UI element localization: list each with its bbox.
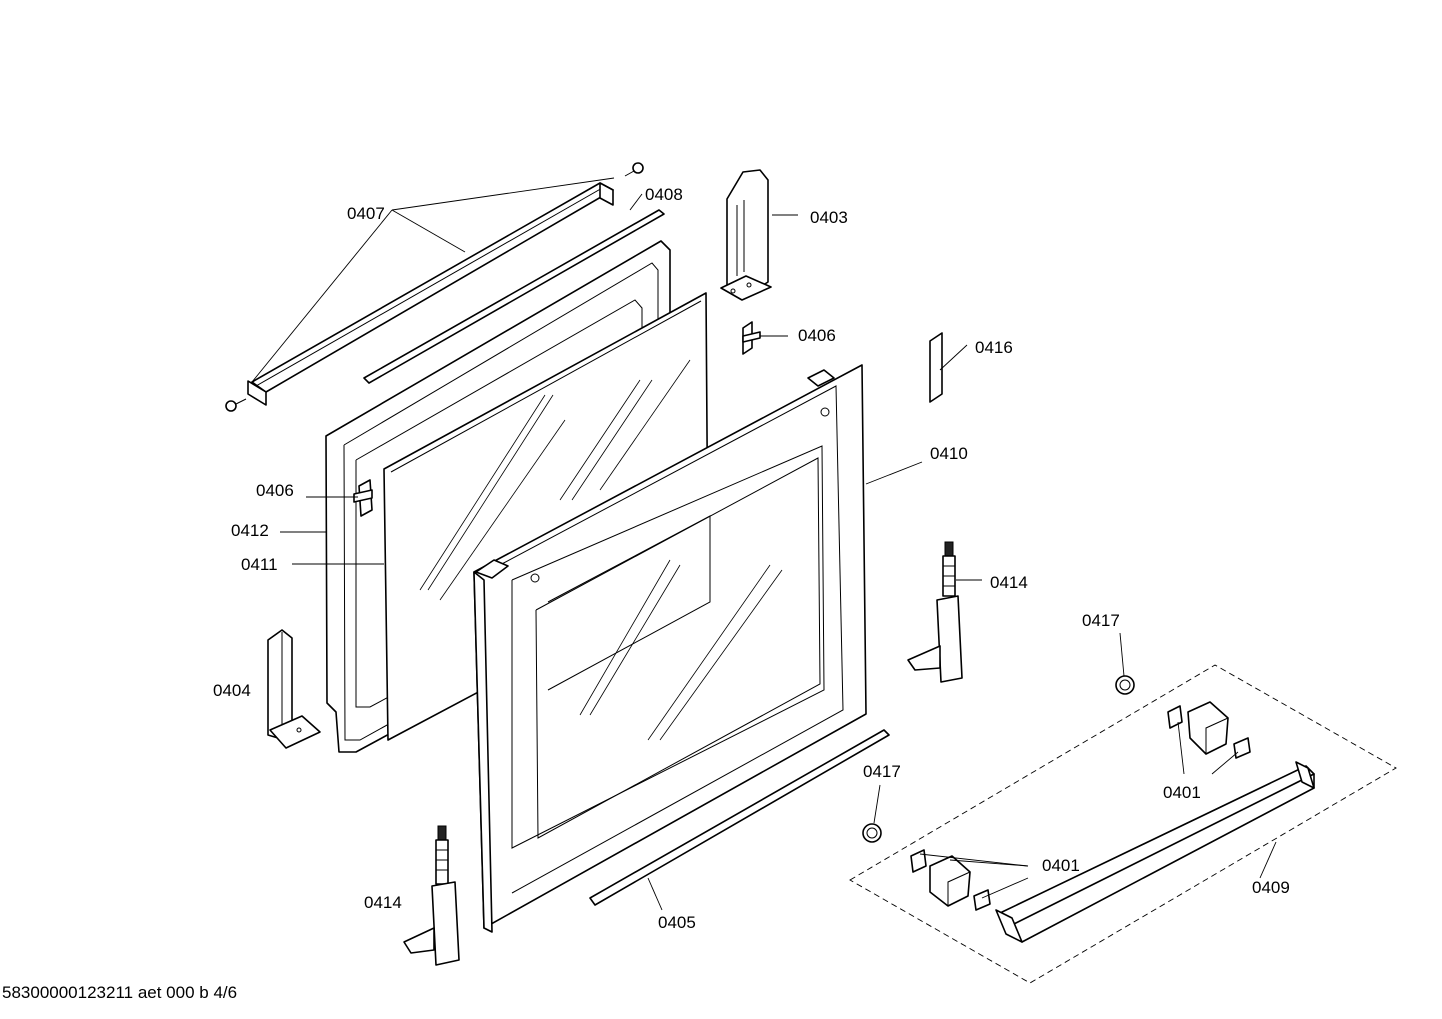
label-0410: 0410 xyxy=(930,444,968,463)
top-rail-0407 xyxy=(225,162,644,412)
clip-0406-top xyxy=(742,321,761,355)
label-0405: 0405 xyxy=(658,913,696,932)
handle-mount-0401-right xyxy=(1167,701,1251,759)
bracket-0404 xyxy=(267,629,321,749)
leader-lines xyxy=(251,177,1277,911)
knob-0417-left xyxy=(862,823,882,843)
label-0414-right: 0414 xyxy=(990,573,1028,592)
hinge-0414-left xyxy=(403,825,460,966)
callout-labels: 0407 0408 0403 0406 0416 0410 0406 0412 … xyxy=(213,185,1290,932)
outer-door-0410 xyxy=(473,364,867,933)
label-0411: 0411 xyxy=(241,555,278,574)
label-0406-top: 0406 xyxy=(798,326,836,345)
label-0403: 0403 xyxy=(810,208,848,227)
document-id-footer: 58300000123211 aet 000 b 4/6 xyxy=(2,983,237,1002)
label-0417-right: 0417 xyxy=(1082,611,1120,630)
label-0401-left: 0401 xyxy=(1042,856,1080,875)
knob-0417-right xyxy=(1115,675,1135,695)
glass-pane-0411 xyxy=(383,292,709,741)
handle-assembly-box xyxy=(849,664,1397,984)
label-0412: 0412 xyxy=(231,521,269,540)
bracket-0403 xyxy=(720,169,772,301)
handle-mount-0401-left xyxy=(910,849,991,911)
label-0401-right: 0401 xyxy=(1163,783,1201,802)
label-0404: 0404 xyxy=(213,681,251,700)
label-0416: 0416 xyxy=(975,338,1013,357)
label-0408: 0408 xyxy=(645,185,683,204)
handle-0409 xyxy=(995,761,1315,943)
label-0406-left: 0406 xyxy=(256,481,294,500)
pad-0416 xyxy=(929,332,943,403)
hinge-0414-right xyxy=(907,541,963,683)
label-0407: 0407 xyxy=(347,204,385,223)
bottom-strip-0405 xyxy=(589,729,890,906)
label-0414-left: 0414 xyxy=(364,893,402,912)
seal-strip-0408 xyxy=(363,209,665,384)
label-0409: 0409 xyxy=(1252,878,1290,897)
clip-0406-left xyxy=(353,479,373,517)
label-0417-left: 0417 xyxy=(863,762,901,781)
